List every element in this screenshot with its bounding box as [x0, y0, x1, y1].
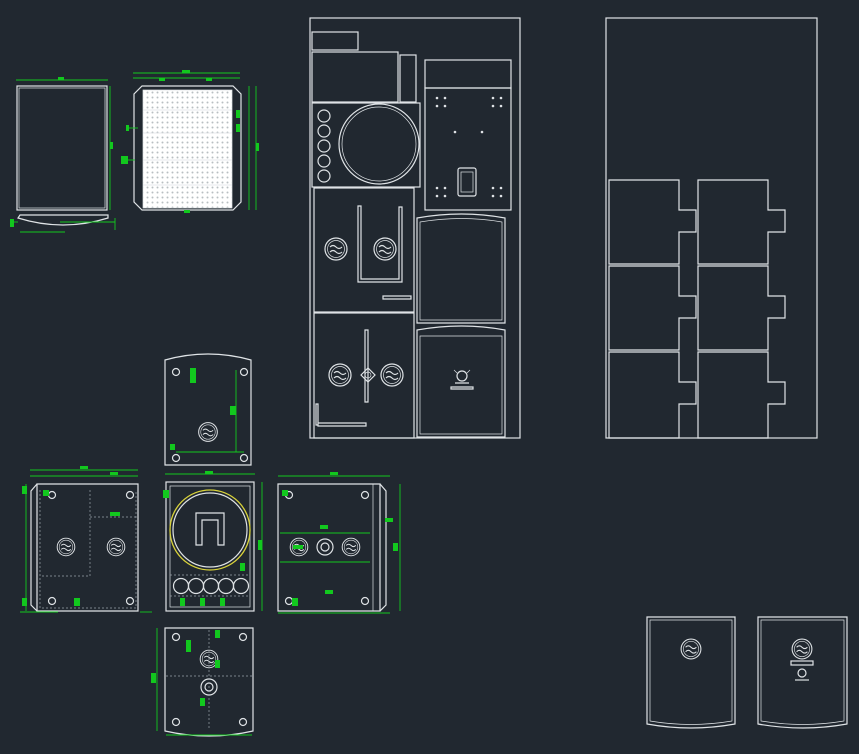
- grille-front-view: [121, 70, 259, 213]
- top-plate-panel: [424, 87, 512, 211]
- bottom-view: [151, 627, 254, 737]
- rear-panel-right: [757, 616, 848, 729]
- rear-panel-left: [646, 616, 736, 729]
- baffle-panel: [311, 102, 421, 188]
- front-view: [163, 471, 263, 612]
- top-view: [164, 353, 252, 466]
- interlocking-panel-layout: [605, 17, 818, 439]
- port-panel-upper: [313, 187, 415, 313]
- curved-panel-upper: [416, 213, 506, 324]
- cabinet-side-view: [10, 77, 116, 233]
- left-view: [20, 466, 152, 613]
- curved-panel-lower: [416, 325, 506, 438]
- right-view: [277, 472, 401, 614]
- panel-cut-layout: [309, 17, 521, 439]
- port-panel-lower: [313, 312, 415, 439]
